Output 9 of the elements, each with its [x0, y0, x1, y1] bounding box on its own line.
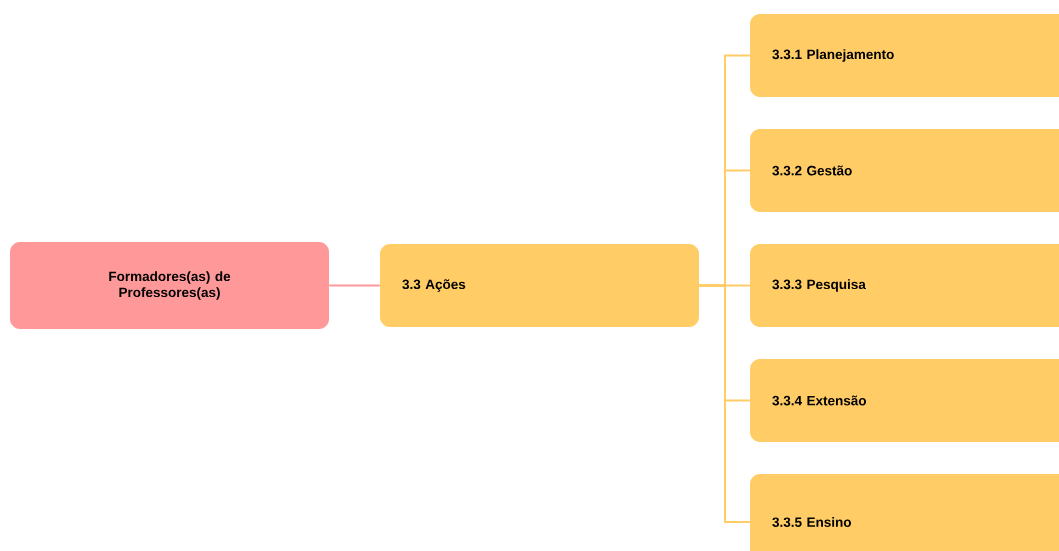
- mind-map-box: 3.3 Ações: [380, 244, 699, 327]
- mind-map-box: 3.3.3 Pesquisa: [750, 244, 1059, 327]
- mind-map-box: 3.3.5 Ensino: [750, 474, 1059, 551]
- connector-line: [328, 284, 381, 287]
- mind-map-box: 3.3.1 Planejamento: [750, 14, 1059, 97]
- connector-line: [698, 284, 751, 523]
- mind-map-box: 3.3.2 Gestão: [750, 129, 1059, 212]
- mind-map-box: 3.3.4 Extensão: [750, 359, 1059, 442]
- mind-map-box: Formadores(as) de Professores(as): [10, 242, 329, 329]
